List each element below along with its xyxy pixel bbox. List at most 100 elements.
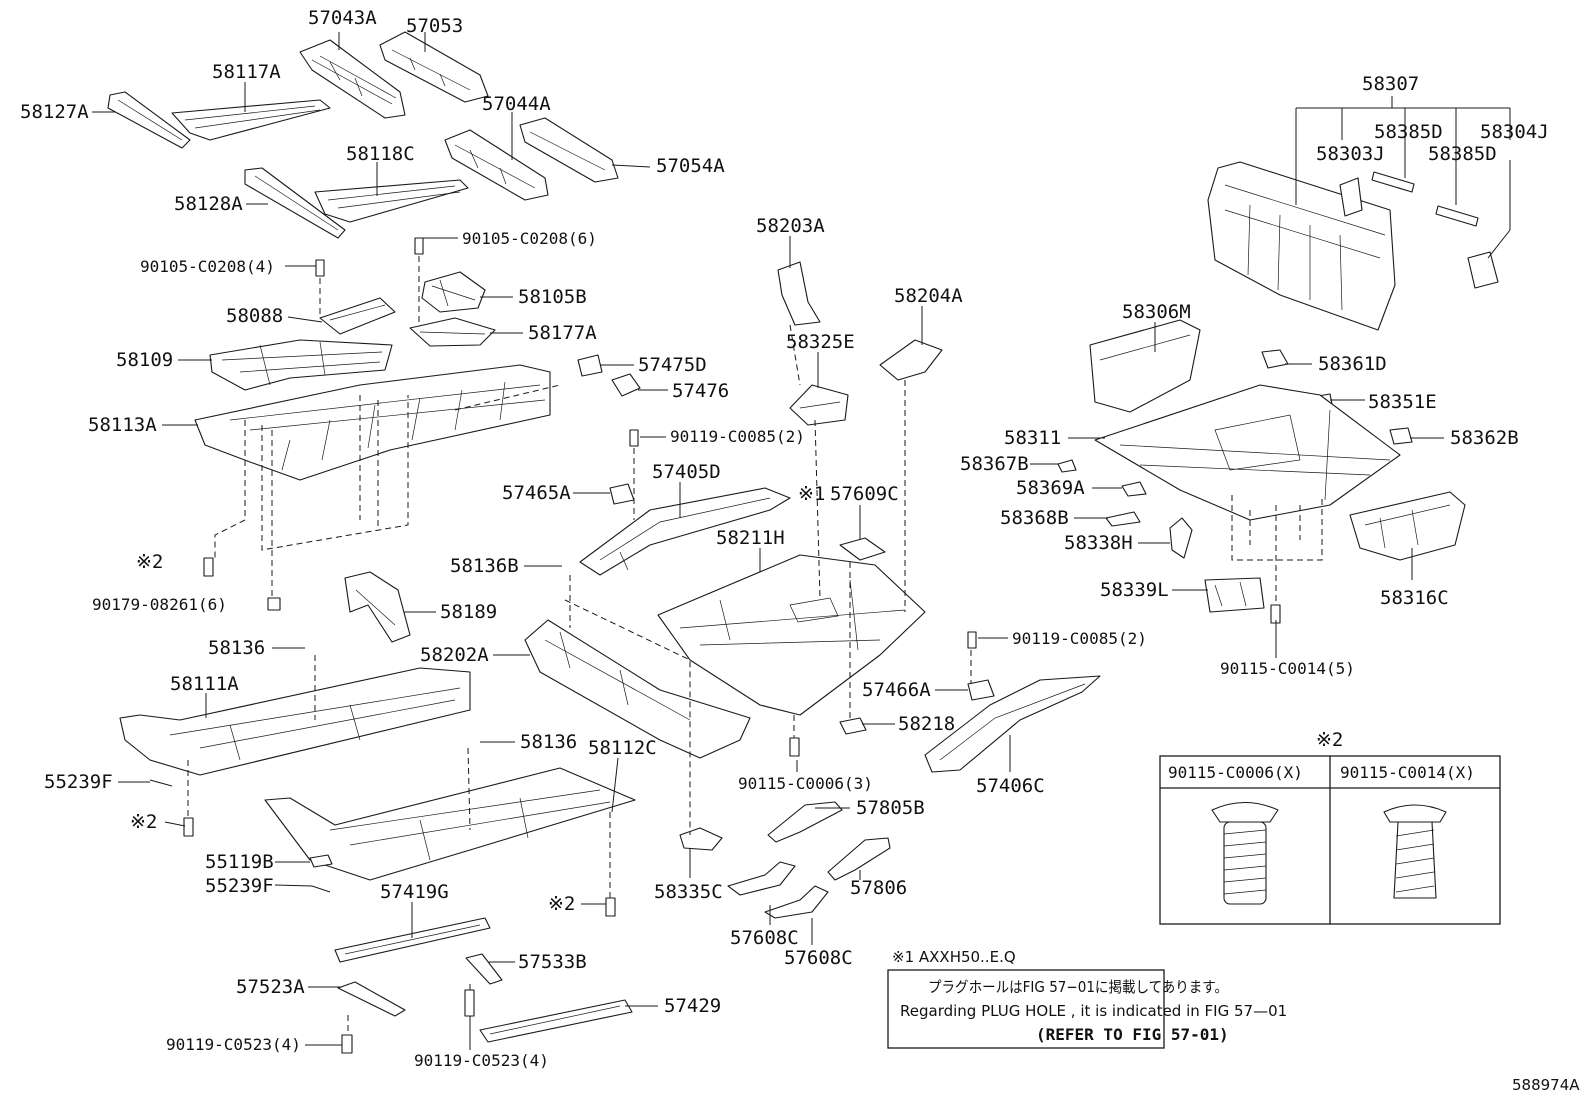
part-58105B xyxy=(421,271,486,313)
label-57406C: 57406C xyxy=(976,775,1045,797)
note-section: ※1 AXXH50..E.Q プラグホールはFIG 57−01に掲載してあります… xyxy=(887,948,1287,1049)
label-58339L: 58339L xyxy=(1100,579,1169,601)
bolt-90119-C0085-right xyxy=(967,631,977,649)
label-57805B: 57805B xyxy=(856,797,925,819)
part-57429 xyxy=(479,999,633,1043)
part-57806 xyxy=(827,837,891,881)
label-57609C: 57609C xyxy=(830,483,899,505)
label-58189: 58189 xyxy=(440,601,497,623)
label-90115-C0014: 90115-C0014(5) xyxy=(1220,659,1355,678)
part-58088 xyxy=(319,297,396,335)
part-58211H xyxy=(657,554,926,716)
part-58316C xyxy=(1349,491,1466,561)
label-90115-C0006: 90115-C0006(3) xyxy=(738,774,873,793)
label-58362B: 58362B xyxy=(1450,427,1519,449)
label-57523A: 57523A xyxy=(236,976,305,998)
clip-icon-c0006 xyxy=(1211,802,1279,905)
part-58385D-b xyxy=(1435,205,1479,227)
bolt-90119-C0523-left xyxy=(341,1034,353,1054)
label-57044A: 57044A xyxy=(482,93,551,115)
illustration-id: 588974A xyxy=(1512,1076,1580,1094)
label-57405D: 57405D xyxy=(652,461,721,483)
part-57533B xyxy=(465,953,503,985)
label-57476: 57476 xyxy=(672,380,729,402)
label-58088: 58088 xyxy=(226,305,283,327)
label-58304J: 58304J xyxy=(1480,121,1549,143)
part-58311 xyxy=(1094,384,1401,521)
label-57466A: 57466A xyxy=(862,679,931,701)
label-58316C: 58316C xyxy=(1380,587,1449,609)
label-57419G: 57419G xyxy=(380,881,449,903)
part-58117A xyxy=(171,99,331,141)
part-57406C xyxy=(924,675,1101,773)
part-58361D xyxy=(1261,349,1289,369)
label-57054A: 57054A xyxy=(656,155,725,177)
part-58362B xyxy=(1389,427,1413,445)
part-58367B xyxy=(1057,459,1077,473)
label-58303J: 58303J xyxy=(1316,143,1385,165)
part-57043A xyxy=(299,39,406,119)
label-58351E: 58351E xyxy=(1368,391,1437,413)
label-58113A: 58113A xyxy=(88,414,157,436)
part-58325E xyxy=(789,384,849,426)
part-58203A xyxy=(777,261,821,326)
note-variant: ※1 AXXH50..E.Q xyxy=(892,948,1016,966)
label-58112C: 58112C xyxy=(588,737,657,759)
label-ref2-b: ※2 xyxy=(130,811,157,833)
part-58369A xyxy=(1121,481,1147,497)
label-58111A: 58111A xyxy=(170,673,239,695)
note-english: Regarding PLUG HOLE , it is indicated in… xyxy=(900,1002,1287,1020)
note-refer: (REFER TO FIG 57-01) xyxy=(1036,1025,1229,1044)
label-58218: 58218 xyxy=(898,713,955,735)
part-labels: 57043A 57053 58117A 58127A 57044A 57054A… xyxy=(20,7,1549,1070)
label-58335C: 58335C xyxy=(654,881,723,903)
part-57466A xyxy=(967,679,995,701)
label-58128A: 58128A xyxy=(174,193,243,215)
part-55119B xyxy=(309,854,333,868)
part-58177A xyxy=(409,317,496,347)
part-55239F-b xyxy=(311,885,331,893)
fastener-table: ※2 90115-C0006(X) 90115-C0014(X) xyxy=(1159,729,1501,925)
clip-90115-C0006 xyxy=(789,737,800,757)
label-58211H: 58211H xyxy=(716,527,785,549)
part-58128A xyxy=(244,167,346,239)
label-57608C-a: 57608C xyxy=(730,927,799,949)
part-58306M xyxy=(1089,319,1201,413)
part-58204A xyxy=(879,339,943,381)
clip-ref2-left xyxy=(183,817,194,837)
label-58136-a: 58136 xyxy=(208,637,265,659)
assembly-lines xyxy=(187,256,1323,1035)
label-ref2-a: ※2 xyxy=(136,551,163,573)
label-57475D: 57475D xyxy=(638,354,707,376)
part-57609C xyxy=(839,537,886,561)
label-55239F-b: 55239F xyxy=(205,875,274,897)
label-55239F-a: 55239F xyxy=(44,771,113,793)
label-58177A: 58177A xyxy=(528,322,597,344)
label-90105-C0208-6: 90105-C0208(6) xyxy=(462,229,597,248)
label-57429: 57429 xyxy=(664,995,721,1017)
part-58307 xyxy=(1207,161,1396,331)
label-58203A: 58203A xyxy=(756,215,825,237)
label-58367B: 58367B xyxy=(960,453,1029,475)
part-58112C xyxy=(264,767,636,881)
label-58117A: 58117A xyxy=(212,61,281,83)
bolt-90105-C0208-4 xyxy=(315,259,325,277)
label-58368B: 58368B xyxy=(1000,507,1069,529)
label-58136B: 58136B xyxy=(450,555,519,577)
part-58218 xyxy=(839,717,867,735)
label-58385D-b: 58385D xyxy=(1428,143,1497,165)
part-58303J xyxy=(1339,177,1363,217)
part-57054A xyxy=(519,117,619,183)
label-58118C: 58118C xyxy=(346,143,415,165)
label-57806: 57806 xyxy=(850,877,907,899)
label-58306M: 58306M xyxy=(1122,301,1191,323)
part-57523A xyxy=(337,981,406,1017)
bolt-90119-C0523-right xyxy=(464,989,475,1017)
fastener-table-title: ※2 xyxy=(1316,729,1343,751)
nut-90179-08261 xyxy=(267,597,281,611)
part-57805B xyxy=(767,801,843,843)
part-58111A xyxy=(119,667,471,776)
label-ref1: ※1 xyxy=(798,483,825,505)
